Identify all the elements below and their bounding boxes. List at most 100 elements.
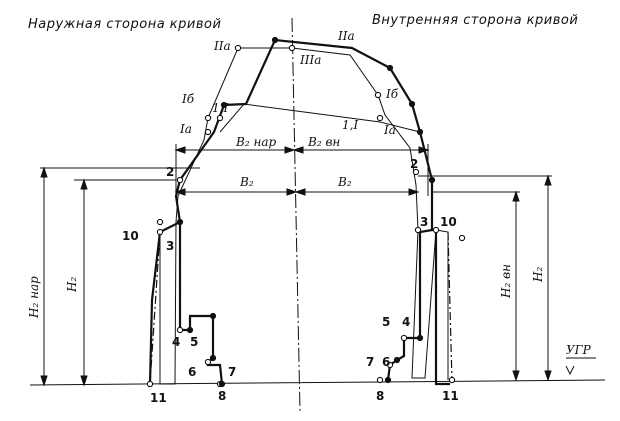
arrow: [292, 146, 304, 154]
point-Ib-right: [374, 91, 382, 99]
dim-label-h2vn: H₂ вн: [499, 264, 513, 299]
label-6-right: 6: [382, 355, 390, 369]
point-Ib-left-fill: [220, 101, 228, 109]
point-6-right: [386, 361, 394, 369]
point-11-right: [448, 376, 456, 384]
label-Ib-right: Iб: [385, 87, 399, 101]
point-6-left: [204, 358, 212, 366]
point-10-right-b: [458, 234, 466, 242]
point-Ia-left: [204, 128, 212, 136]
rail-level-line: [29, 379, 606, 386]
header-outer-side: Наружная сторона кривой: [28, 17, 221, 32]
label-2-left: 2: [166, 165, 174, 179]
design-outline: [159, 47, 449, 385]
point-4-right: [416, 334, 424, 342]
dashdot-left: [149, 231, 161, 385]
point-4-left: [176, 326, 184, 334]
point-1I-right: [376, 114, 384, 122]
label-3-right: 3: [420, 215, 428, 229]
point-5-left: [209, 312, 217, 320]
dim-label-b2-right: B₂: [337, 175, 352, 189]
dim-label-b2nar: B₂ нар: [235, 135, 277, 149]
point-10-right-a: [432, 226, 440, 234]
point-7-right: [393, 356, 401, 364]
label-8-left: 8: [218, 389, 226, 403]
point-8-left-fill: [218, 380, 226, 388]
label-6-left: 6: [188, 365, 196, 379]
label-1I-left: 1,I: [212, 101, 228, 115]
point-5-right: [400, 334, 408, 342]
label-IIa-right: IIa: [337, 29, 355, 43]
dim-label-ugr: УГР: [566, 343, 592, 357]
label-5-left: 5: [190, 335, 198, 349]
arrow: [174, 188, 186, 196]
point-10-left: [156, 228, 164, 236]
label-4-right: 4: [402, 315, 410, 329]
label-Ia-right: Ia: [383, 123, 396, 137]
arrow: [544, 370, 552, 382]
label-7-left: 7: [228, 365, 236, 379]
arrow: [512, 190, 520, 202]
arrow: [408, 188, 420, 196]
point-2-right-fill: [428, 176, 436, 184]
label-Ib-left: Iб: [181, 92, 195, 106]
shifted-outline-upper: [174, 38, 450, 386]
label-5-right: 5: [382, 315, 390, 329]
point-7-left: [209, 354, 217, 362]
point-2-right: [412, 168, 420, 176]
arrow: [284, 146, 296, 154]
label-3-left: 3: [166, 239, 174, 253]
point-8-right: [376, 376, 384, 384]
point-IIIa: [288, 44, 296, 52]
label-10-left: 10: [122, 229, 139, 243]
label-7-right: 7: [366, 355, 374, 369]
point-3-left-fill: [176, 218, 184, 226]
dim-label-h2-right: H₂: [531, 267, 545, 283]
point-IIa-right: [386, 64, 394, 72]
label-1I-right: 1,I: [342, 118, 358, 132]
label-Ia-left: Ia: [179, 122, 192, 136]
dim-label-h2-left: H₂: [65, 277, 79, 293]
label-11-right: 11: [442, 389, 459, 403]
point-1I-left: [216, 114, 224, 122]
label-10-right: 10: [440, 215, 457, 229]
label-IIIa: IIIa: [299, 53, 321, 67]
point-3-left-a: [156, 218, 164, 226]
label-4-left: 4: [172, 335, 180, 349]
point-8-right-fill: [384, 376, 392, 384]
arrow: [80, 178, 88, 190]
shifted-outline-right-lower: [386, 228, 433, 381]
point-3-right: [414, 226, 422, 234]
label-IIa-left: IIa: [213, 39, 231, 53]
point-2-left: [176, 176, 184, 184]
dashdot-right: [447, 231, 453, 383]
point-Ib-left: [204, 114, 212, 122]
point-IIa-top: [271, 36, 279, 44]
label-8-right: 8: [376, 389, 384, 403]
arrow: [294, 188, 306, 196]
arrow: [286, 188, 298, 196]
header-inner-side: Внутренняя сторона кривой: [372, 13, 578, 28]
arrow: [418, 146, 430, 154]
dim-label-b2-left: B₂: [239, 175, 254, 189]
arrow: [40, 166, 48, 178]
point-IIa-left: [234, 44, 242, 52]
label-11-left: 11: [150, 391, 167, 405]
arrow: [512, 370, 520, 382]
point-Ib-right-fill: [408, 100, 416, 108]
ugr-marker-tick: [565, 365, 575, 376]
arrow: [174, 146, 186, 154]
point-Ia-right: [416, 128, 424, 136]
point-4-left-fill: [186, 326, 194, 334]
center-axis: [291, 17, 301, 413]
outline-connector: [219, 103, 421, 133]
point-11-left: [146, 380, 154, 388]
arrow: [80, 375, 88, 387]
dim-label-b2vn: B₂ вн: [307, 135, 340, 149]
arrow: [40, 375, 48, 387]
dim-label-h2nar: H₂ нар: [27, 276, 41, 319]
label-2-right: 2: [410, 157, 418, 171]
arrow: [544, 174, 552, 186]
